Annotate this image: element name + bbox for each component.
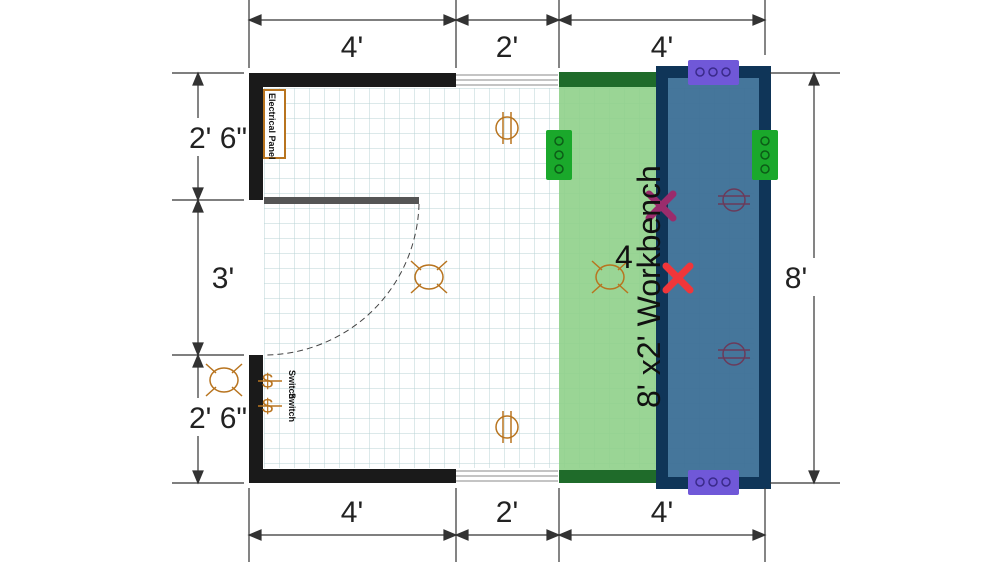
wall-left-upper: [249, 73, 263, 200]
dimension-top-3: 4': [651, 31, 673, 64]
dimension-top-2: 2': [496, 31, 518, 64]
power-strip-purple: [688, 60, 739, 85]
power-strip-green: [546, 130, 572, 180]
power-strip-purple: [688, 470, 739, 495]
workbench-green-top-edge: [559, 72, 663, 87]
wall-left-lower: [249, 355, 263, 483]
dimension-bottom: [247, 488, 767, 562]
ceiling-light-icon: [410, 260, 448, 294]
outlet-icon: [495, 411, 519, 443]
dimension-bottom-3: 4': [651, 496, 673, 529]
electrical-panel-label: Electrical Panel: [267, 93, 277, 160]
workbench-green-bottom-edge: [559, 470, 663, 483]
dimension-left-1: 2' 6": [189, 122, 247, 155]
outlet-icon: [718, 188, 750, 212]
x-mark-icon: [662, 262, 694, 294]
wall-bottom-left: [249, 469, 456, 483]
dimension-right-label: 8': [785, 262, 807, 295]
switch-icon[interactable]: $: [258, 396, 282, 418]
dimension-right-bg: [778, 258, 818, 296]
switch-label: Switch: [287, 393, 297, 422]
window-bottom: [456, 470, 558, 482]
workbench-number: 4: [615, 239, 633, 275]
dimension-left-3-bg: [186, 398, 248, 436]
switch-icon[interactable]: $: [258, 371, 282, 393]
dimension-left-2-bg: [203, 258, 243, 296]
workbench-green-area: [559, 74, 663, 482]
ceiling-light-icon: [591, 260, 629, 294]
dimension-top: [247, 0, 767, 68]
wall-top-left: [249, 73, 456, 87]
power-strip-green: [752, 130, 778, 180]
dimension-left-3: 2' 6": [189, 402, 247, 435]
door-leaf: [264, 197, 419, 204]
dimension-top-1: 4': [341, 31, 363, 64]
outlet-icon: [718, 342, 750, 366]
dimension-bottom-1: 4': [341, 496, 363, 529]
dimension-bottom-2: 2': [496, 496, 518, 529]
window-top: [456, 74, 558, 86]
switch-label: Switch: [287, 370, 297, 399]
dimension-left-2: 3': [212, 262, 234, 295]
dimension-left-1-bg: [186, 118, 248, 156]
door-swing-arc: [263, 203, 420, 356]
electrical-panel: [263, 89, 286, 159]
svg-text:$: $: [262, 396, 273, 418]
outlet-icon: [495, 112, 519, 144]
svg-text:$: $: [262, 371, 273, 393]
workbench-label: 8' x2' Workbench: [631, 165, 667, 408]
ceiling-light-icon: [205, 363, 243, 397]
x-mark-icon: [645, 190, 677, 222]
